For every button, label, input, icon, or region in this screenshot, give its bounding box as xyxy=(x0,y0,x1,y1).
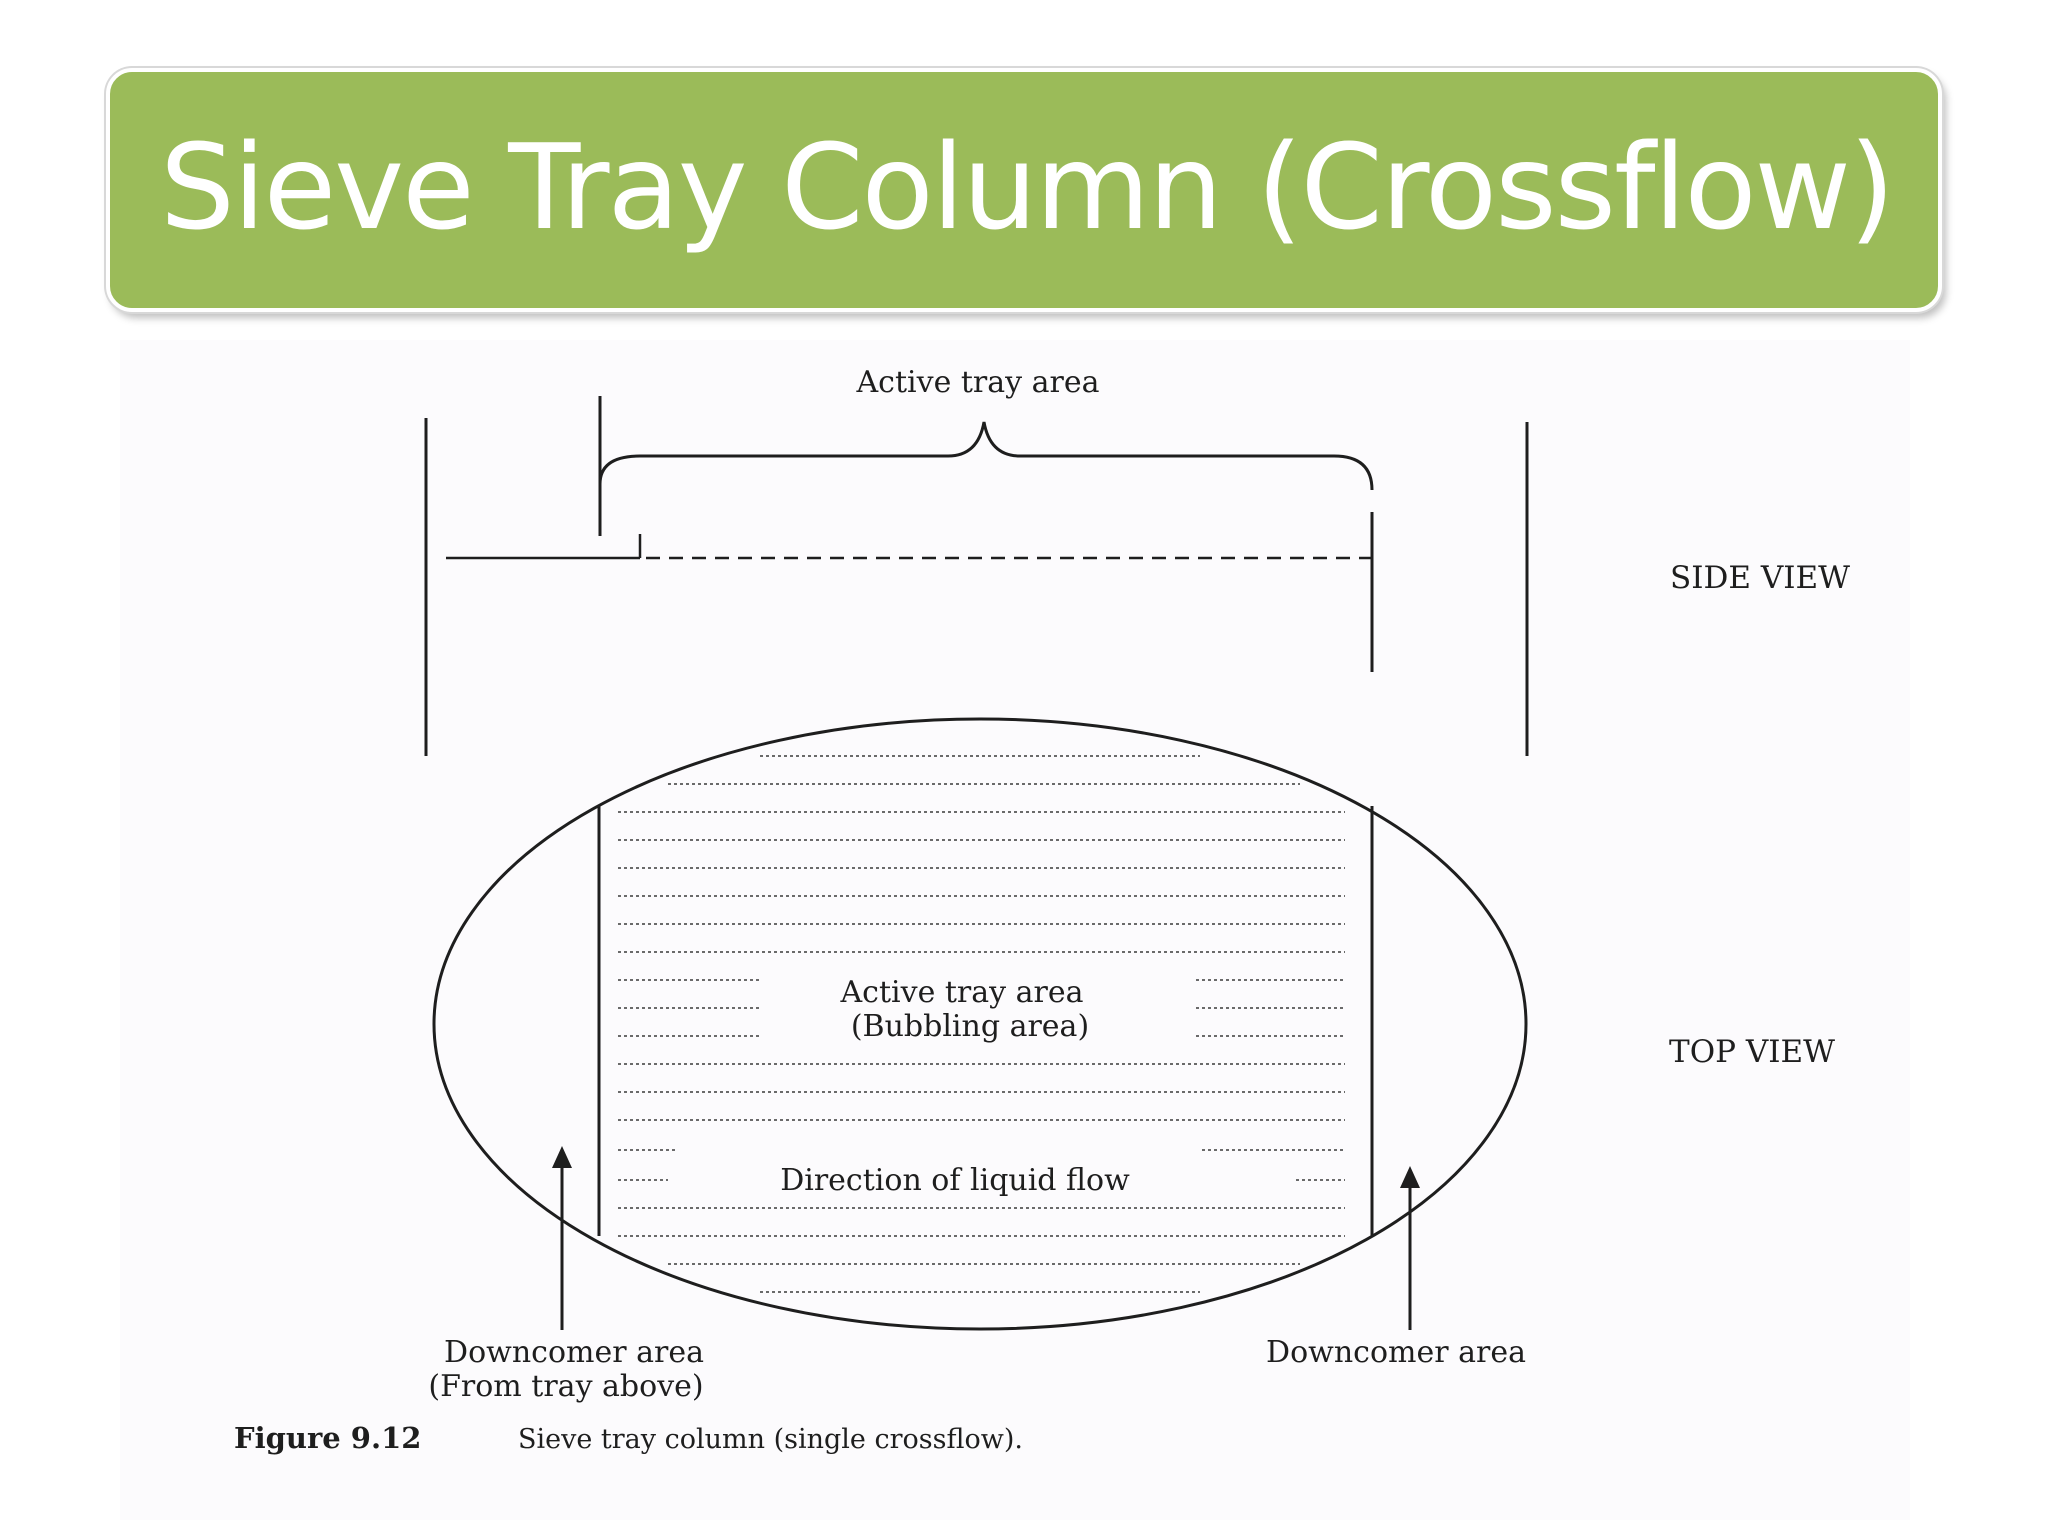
top-active-area-line2: (Bubbling area) xyxy=(851,1009,1089,1044)
active-area-brace xyxy=(598,421,1374,491)
title-banner: Sieve Tray Column (Crossflow) xyxy=(106,68,1942,312)
figure-background xyxy=(120,340,1910,1520)
perforation-rows xyxy=(618,755,1345,1293)
side-view xyxy=(424,396,1529,756)
right-downcomer-arrowhead xyxy=(1400,1166,1420,1188)
active-label-backdrop xyxy=(766,968,1194,1048)
figure-number: Figure 9.12 xyxy=(234,1421,421,1455)
side-view-label: SIDE VIEW xyxy=(1670,560,1850,596)
top-active-area-line1: Active tray area xyxy=(840,975,1084,1010)
left-downcomer-label-line2: (From tray above) xyxy=(428,1369,703,1404)
top-view-label: TOP VIEW xyxy=(1669,1034,1835,1070)
flow-label-backdrop xyxy=(676,1128,1202,1196)
column-cross-section xyxy=(432,717,1528,1331)
figure-caption: Sieve tray column (single crossflow). xyxy=(518,1424,1023,1455)
right-downcomer-label: Downcomer area xyxy=(1266,1335,1526,1370)
left-downcomer-label-line1: Downcomer area xyxy=(444,1335,704,1370)
left-downcomer-arrowhead xyxy=(552,1146,572,1168)
side-active-area-label: Active tray area xyxy=(856,365,1100,400)
liquid-flow-label: Direction of liquid flow xyxy=(780,1163,1130,1198)
slide-title: Sieve Tray Column (Crossflow) xyxy=(160,118,1895,256)
